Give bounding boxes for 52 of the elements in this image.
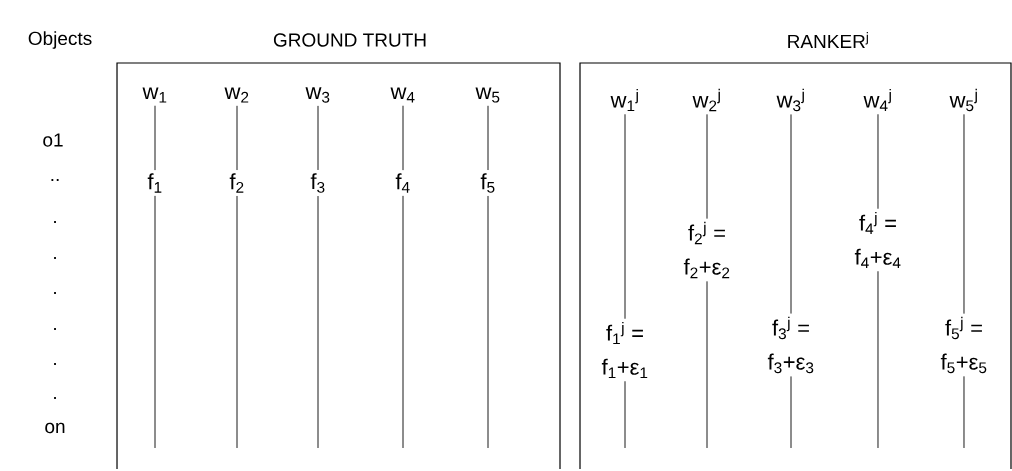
connector-line xyxy=(487,195,489,449)
connector-line xyxy=(624,380,626,449)
row-label: . xyxy=(54,292,56,294)
formula-label: w$_{2}$ xyxy=(224,87,249,103)
row-label: Objects xyxy=(28,31,92,49)
formula-label: w$_{5}$j xyxy=(949,88,977,112)
row-label: . xyxy=(54,257,56,259)
connector-line xyxy=(317,195,319,449)
connector-line xyxy=(877,270,879,449)
connector-line xyxy=(236,195,238,449)
formula-label: w$_{3}$j xyxy=(776,88,804,112)
connector-line xyxy=(402,195,404,449)
formula-label: f$_{4}$$^{j}$ = f$_{4}$+ε$_{4}$ xyxy=(854,211,901,269)
row-label: .. xyxy=(51,179,59,181)
formula-label: w$_{5}$ xyxy=(475,87,500,103)
formula-label: f$_{3}$$^{j}$ = f$_{3}$+ε$_{3}$ xyxy=(767,316,814,374)
row-label: . xyxy=(54,328,56,330)
formula-label: w$_{1}$j xyxy=(610,88,638,112)
connector-line xyxy=(790,375,792,449)
connector-line xyxy=(963,113,965,315)
formula-label: f$_{2}$$^{j}$ = f$_{2}$+ε$_{2}$ xyxy=(683,221,730,279)
panel-heading: RANKER$^{j}$ xyxy=(788,32,868,48)
row-label: o1 xyxy=(43,133,63,147)
formula-label: w$_{3}$ xyxy=(305,87,330,103)
formula-label: w$_{1}$ xyxy=(142,87,167,103)
connector-line xyxy=(624,113,626,320)
formula-label: w$_{2}$j xyxy=(692,88,720,112)
connector-line xyxy=(317,105,319,171)
formula-label: f$_{1}$$^{j}$ = f$_{1}$+ε$_{1}$ xyxy=(601,321,648,379)
formula-label: f$_{5}$$^{j}$ = f$_{5}$+ε$_{5}$ xyxy=(940,316,987,374)
row-label: . xyxy=(54,221,56,223)
formula-label: f$_{1}$ xyxy=(147,173,162,193)
connector-line xyxy=(236,105,238,171)
formula-label: f$_{3}$ xyxy=(310,173,325,193)
connector-line xyxy=(706,280,708,449)
connector-line xyxy=(877,113,879,210)
formula-label: f$_{4}$ xyxy=(395,173,410,193)
connector-line xyxy=(154,105,156,171)
connector-line xyxy=(487,105,489,171)
connector-line xyxy=(706,113,708,220)
formula-label: w$_{4}$ xyxy=(390,87,415,103)
formula-label: f$_{5}$ xyxy=(480,173,495,193)
row-label: . xyxy=(54,363,56,365)
formula-label: f$_{2}$ xyxy=(229,173,244,193)
formula-label: w$_{4}$j xyxy=(863,88,891,112)
panel-heading: GROUND TRUTH xyxy=(273,33,426,47)
row-label: on xyxy=(45,422,65,434)
connector-line xyxy=(402,105,404,171)
row-label: . xyxy=(54,397,56,399)
connector-line xyxy=(154,195,156,449)
connector-line xyxy=(790,113,792,314)
connector-line xyxy=(963,375,965,449)
